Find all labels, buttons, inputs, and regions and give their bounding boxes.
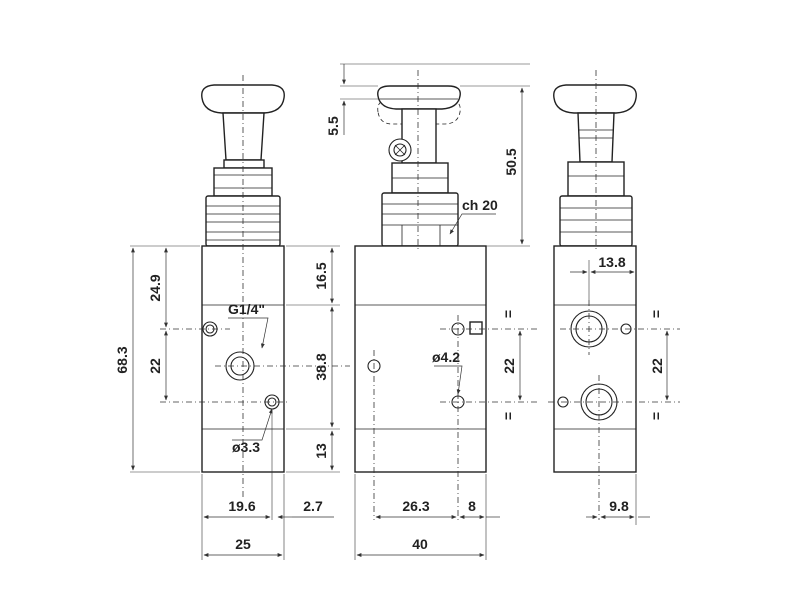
side-label-width: 40 (412, 536, 428, 552)
front-label-mid-section: 38.8 (313, 353, 329, 380)
rear-body (553, 245, 637, 473)
front-label-hole-dia: ø3.3 (232, 439, 260, 455)
front-view: 68.3 24.9 22 16.5 38.8 13 G1/4" ø3.3 19.… (114, 75, 350, 560)
front-label-height-total: 68.3 (114, 346, 130, 373)
front-label-port-spacing: 22 (147, 358, 163, 374)
front-label-width: 25 (235, 536, 251, 552)
front-label-port-thread: G1/4" (228, 301, 265, 317)
rear-label-equal-top: = (648, 310, 664, 318)
front-label-top-offset: 24.9 (147, 274, 163, 301)
side-body (354, 245, 487, 473)
side-view: 5.5 50.5 ch 20 ø4.2 22 = = 26.3 8 40 (325, 63, 540, 560)
front-label-top-flange: 16.5 (313, 262, 329, 289)
side-label-hex-nut: ch 20 (462, 197, 498, 213)
side-label-edge-offset: 8 (468, 498, 476, 514)
rear-label-port-spacing: 22 (649, 358, 665, 374)
front-label-port-x: 19.6 (228, 498, 255, 514)
side-label-equal-top: = (500, 310, 516, 318)
side-knob (377, 85, 461, 110)
side-hex-nut (381, 192, 459, 247)
rear-label-equal-bottom: = (648, 412, 664, 420)
side-label-overall-height: 50.5 (503, 148, 519, 175)
front-knob (201, 84, 285, 114)
side-label-port-spacing: 22 (501, 358, 517, 374)
rear-knob (553, 84, 637, 114)
side-label-hole-x: 26.3 (402, 498, 429, 514)
rear-view: 13.8 22 = = 9.8 (548, 70, 680, 525)
side-label-hole-dia: ø4.2 (432, 349, 460, 365)
rear-label-edge-offset: 9.8 (609, 498, 629, 514)
front-stem (222, 112, 265, 161)
side-label-button-stroke: 5.5 (325, 116, 341, 136)
front-label-edge-offset: 2.7 (303, 498, 323, 514)
side-label-equal-bottom: = (500, 412, 516, 420)
rear-label-port-offset: 13.8 (598, 254, 625, 270)
front-label-bottom-section: 13 (313, 443, 329, 459)
